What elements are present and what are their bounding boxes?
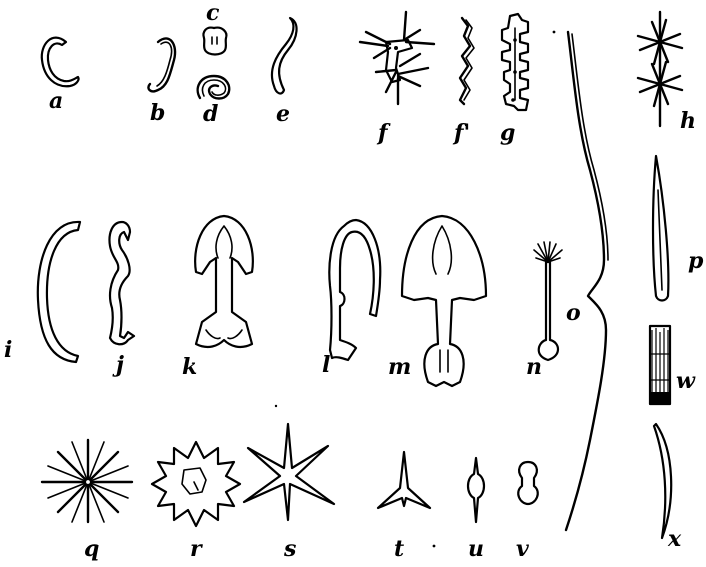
label-g: g (500, 120, 515, 146)
spicule-l (329, 220, 380, 360)
label-m: m (388, 354, 411, 380)
spicule-f-prime (460, 18, 474, 104)
spicule-p (653, 156, 668, 301)
label-r: r (190, 536, 203, 562)
label-q: q (84, 536, 99, 562)
label-p: p (688, 248, 704, 274)
spicule-e (272, 18, 297, 93)
spicule-d (198, 76, 230, 99)
label-w: w (676, 368, 696, 394)
label-e: e (276, 101, 290, 127)
spicule-f (360, 12, 434, 104)
spicule-v (518, 462, 538, 504)
spicule-t (378, 452, 430, 508)
spicule-j (110, 222, 135, 344)
label-v: v (516, 536, 529, 562)
label-h: h (680, 108, 696, 134)
spicule-k (195, 216, 253, 347)
label-j: j (112, 352, 124, 378)
label-f: f (376, 120, 391, 146)
spicule-g (502, 14, 528, 110)
label-n: n (526, 354, 542, 380)
label-f-prime: f' (452, 120, 470, 146)
label-i: i (4, 337, 12, 363)
spicule-h (638, 12, 682, 126)
label-o: o (566, 300, 581, 326)
spicule-a (42, 38, 79, 87)
label-x: x (667, 526, 682, 552)
label-b: b (150, 100, 165, 126)
label-c: c (206, 0, 220, 26)
spicule-u (468, 458, 484, 522)
label-d: d (203, 101, 218, 127)
label-s: s (283, 536, 296, 562)
label-u: u (468, 536, 484, 562)
spicule-n (534, 242, 562, 360)
spicule-o (566, 32, 608, 530)
spicule-c (203, 28, 226, 55)
spicule-m (402, 216, 486, 386)
spicule-b (148, 38, 175, 91)
label-l: l (322, 352, 330, 378)
label-k: k (182, 354, 197, 380)
spicule-s (244, 424, 334, 520)
spicule-i (38, 222, 80, 362)
label-t: t (394, 536, 404, 562)
label-a: a (49, 88, 63, 114)
spicule-w (650, 326, 670, 404)
spicule-r (152, 442, 240, 526)
spicule-x (654, 424, 671, 538)
spicule-q (42, 440, 132, 522)
